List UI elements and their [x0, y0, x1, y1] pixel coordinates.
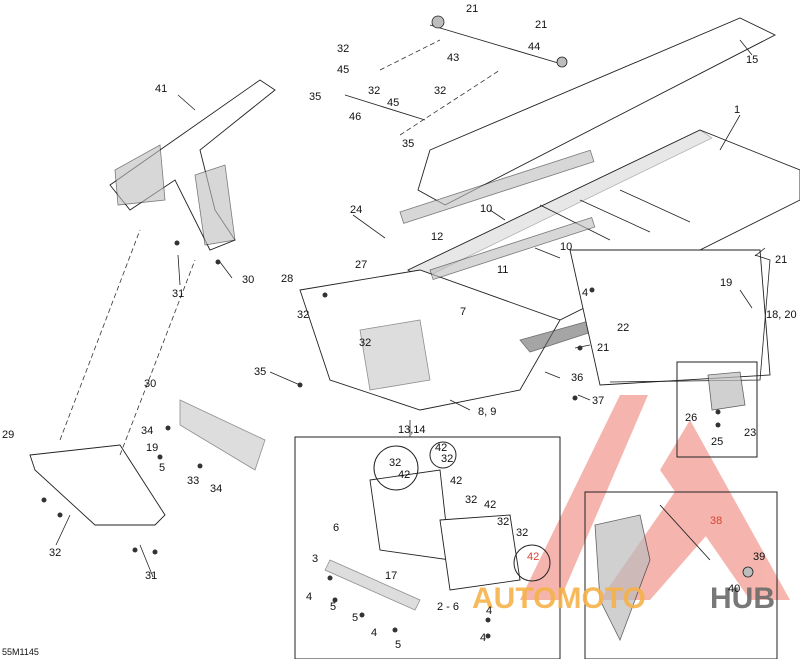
callout-32: 32 [49, 547, 61, 559]
callout-32: 32 [337, 43, 349, 55]
callout-1: 1 [734, 104, 740, 116]
callout-5: 5 [395, 639, 401, 651]
running-board [569, 249, 771, 386]
callout-32: 32 [297, 309, 309, 321]
callout-32: 32 [441, 453, 453, 465]
callout-38-highlight: 38 [710, 515, 722, 527]
callout-34: 34 [141, 425, 153, 437]
callout-35: 35 [254, 366, 266, 378]
callout-5: 5 [159, 462, 165, 474]
callout-2-6: 2 - 6 [437, 601, 459, 613]
drawing-code: 55M1145 [2, 647, 39, 657]
callout-35: 35 [402, 138, 414, 150]
callout-4: 4 [486, 605, 492, 617]
callout-32: 32 [516, 527, 528, 539]
callout-35: 35 [309, 91, 321, 103]
callout-4: 4 [582, 287, 588, 299]
callout-15: 15 [746, 54, 758, 66]
callout-45: 45 [387, 97, 399, 109]
callout-42: 42 [435, 442, 447, 454]
callout-32: 32 [465, 494, 477, 506]
callout-6: 6 [333, 522, 339, 534]
callout-31: 31 [172, 288, 184, 300]
callout-7: 7 [460, 306, 466, 318]
inset-23-25-26 [676, 361, 758, 458]
callout-21: 21 [775, 254, 787, 266]
callout-43: 43 [447, 52, 459, 64]
callout-30: 30 [242, 274, 254, 286]
callout-32: 32 [434, 85, 446, 97]
callout-45: 45 [337, 64, 349, 76]
callout-44: 44 [528, 41, 540, 53]
watermark-word-hub: HUB [710, 582, 775, 615]
callout-32: 32 [497, 516, 509, 528]
callout-21: 21 [535, 19, 547, 31]
callout-30: 30 [144, 378, 156, 390]
callout-24: 24 [350, 204, 362, 216]
skid-plate [29, 229, 266, 526]
callout-21: 21 [466, 3, 478, 15]
callout-34: 34 [210, 483, 222, 495]
callout-37: 37 [592, 395, 604, 407]
callout-25: 25 [711, 436, 723, 448]
inset-13-14 [294, 420, 561, 659]
callout-42: 42 [484, 499, 496, 511]
callout-23: 23 [744, 427, 756, 439]
watermark-triangle-left [520, 395, 648, 600]
callout-18-20: 18, 20 [766, 309, 797, 321]
rear-link-assembly [109, 79, 276, 251]
callout-10: 10 [560, 241, 572, 253]
callout-5: 5 [352, 612, 358, 624]
callout-5: 5 [330, 601, 336, 613]
callout-13-14: 13,14 [398, 424, 426, 436]
callout-28: 28 [281, 273, 293, 285]
watermark-triangle-right [660, 420, 790, 600]
callout-36: 36 [571, 372, 583, 384]
callout-21: 21 [597, 342, 609, 354]
callout-42: 42 [398, 469, 410, 481]
callout-labels: 1 15 21 21 43 44 32 45 32 45 32 35 46 35… [2, 3, 797, 657]
callout-32: 32 [389, 457, 401, 469]
callout-31: 31 [145, 570, 157, 582]
leader-lines [55, 39, 766, 578]
callout-41: 41 [155, 83, 167, 95]
callout-26: 26 [685, 412, 697, 424]
callout-22: 22 [617, 322, 629, 334]
tunnel-assembly [299, 17, 800, 411]
callout-29: 29 [2, 429, 14, 441]
callout-27: 27 [355, 259, 367, 271]
callout-8-9: 8, 9 [478, 406, 496, 418]
watermark-word-automoto: AUTOMOTO [472, 582, 646, 615]
callout-11: 11 [497, 264, 508, 276]
fastener-dots [41, 240, 721, 639]
callout-40: 40 [728, 583, 740, 595]
inset-38-39-40 [584, 491, 778, 659]
callout-39: 39 [753, 551, 765, 563]
upper-linkage [344, 15, 568, 136]
callout-10: 10 [480, 203, 492, 215]
callout-3: 3 [312, 553, 318, 565]
callout-33: 33 [187, 475, 199, 487]
callout-32: 32 [359, 337, 371, 349]
callout-4: 4 [371, 627, 377, 639]
callout-4: 4 [306, 591, 312, 603]
callout-12: 12 [431, 231, 443, 243]
callout-42: 42 [450, 475, 462, 487]
callout-4: 4 [480, 632, 486, 644]
callout-19: 19 [720, 277, 732, 289]
callout-19: 19 [146, 442, 158, 454]
callout-32: 32 [368, 85, 380, 97]
callout-46: 46 [349, 111, 361, 123]
watermark-text: AUTOMOTO HUB [472, 582, 775, 615]
callout-17: 17 [385, 570, 397, 582]
callout-42-highlight: 42 [527, 551, 539, 563]
